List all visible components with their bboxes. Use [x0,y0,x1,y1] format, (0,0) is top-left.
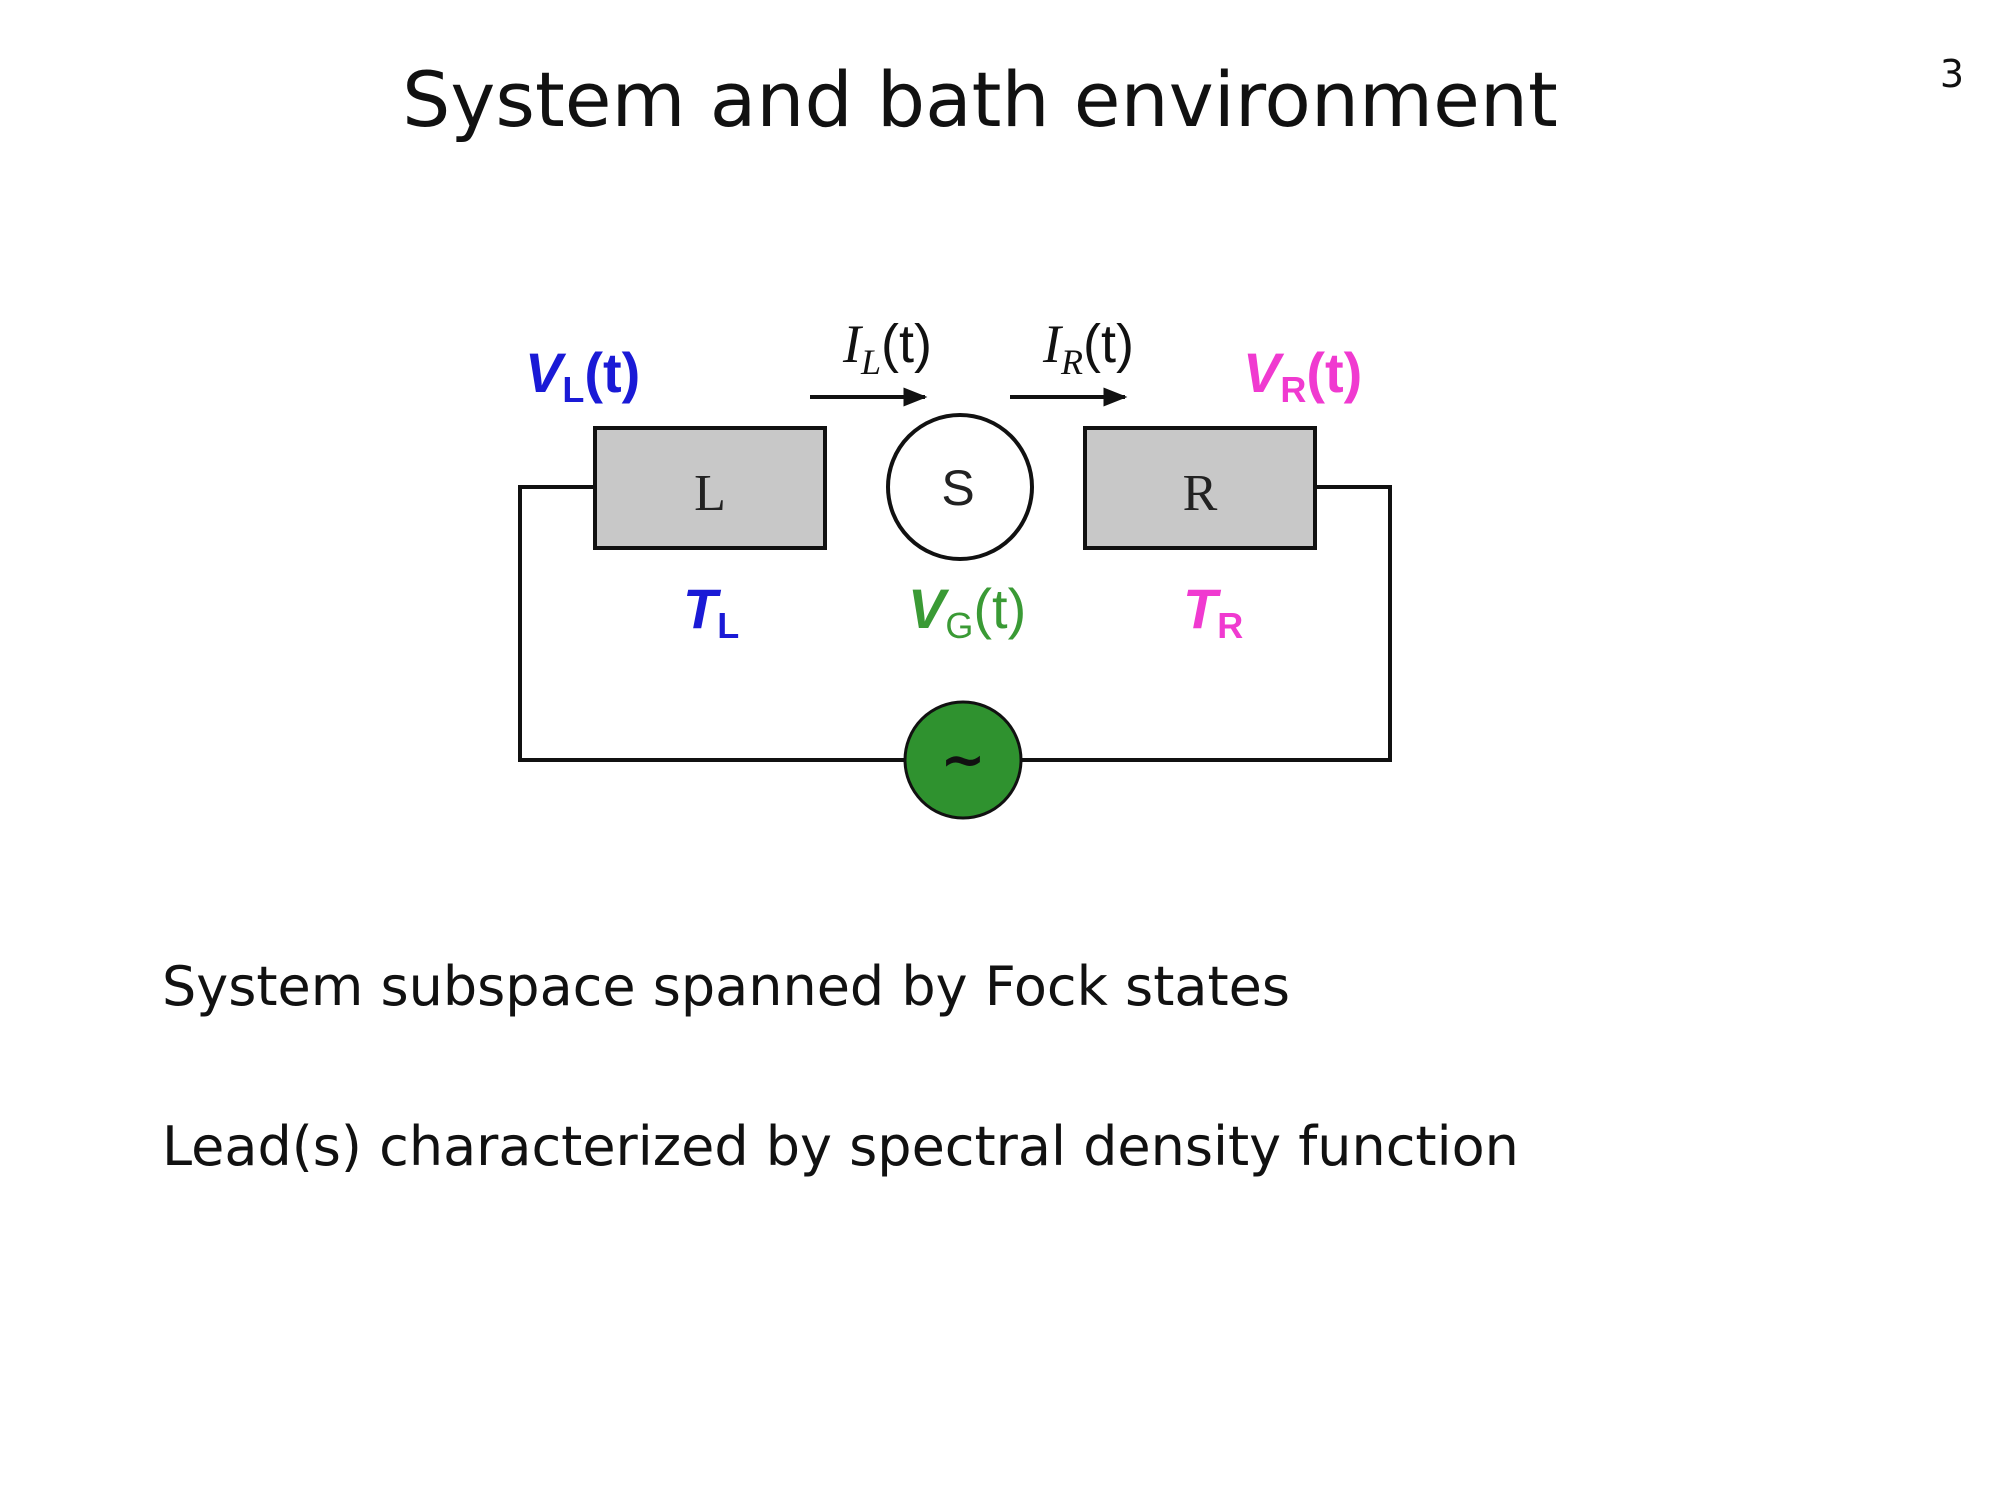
left-current-suffix: (t) [881,314,932,374]
right-voltage-symbol: V [1243,341,1285,404]
bullet-lead-spectral-density: Lead(s) characterized by spectral densit… [162,1115,1519,1178]
left-voltage-suffix: (t) [584,341,640,404]
ac-source-circle [903,700,1023,820]
right-temperature-symbol: T [1183,577,1222,640]
right-lead-box [1083,426,1317,550]
left-lead-label: L [694,465,726,522]
right-temperature-subscript: R [1217,605,1243,646]
slide-title: System and bath environment [402,55,1558,144]
system-label: S [941,460,974,516]
right-current-subscript: R [1060,342,1083,382]
left-voltage-subscript: L [562,369,584,410]
right-current-label: IR(t) [1042,314,1134,382]
left-current-label: IL(t) [842,314,932,382]
right-lead-label: R [1183,465,1218,522]
right-current-suffix: (t) [1083,314,1134,374]
gate-voltage-suffix: (t) [973,577,1026,640]
ac-source-icon: ~ [940,728,985,791]
left-temperature-symbol: T [683,577,722,640]
left-current-symbol: I [842,314,864,374]
right-temperature-label: TR [1183,577,1243,646]
right-current-symbol: I [1042,314,1064,374]
circuit-wire [518,485,1392,762]
left-current-subscript: L [860,342,881,382]
left-temperature-label: TL [683,577,739,646]
bullet-system-subspace: System subspace spanned by Fock states [162,955,1290,1018]
right-voltage-label: VR(t) [1243,341,1362,410]
page-number: 3 [1939,52,1964,96]
left-voltage-label: VL(t) [525,341,640,410]
gate-voltage-symbol: V [908,577,950,640]
left-temperature-subscript: L [717,605,739,646]
right-voltage-suffix: (t) [1306,341,1362,404]
gate-voltage-label: VG(t) [908,577,1026,646]
gate-voltage-subscript: G [945,605,973,646]
left-lead-box [593,426,827,550]
right-voltage-subscript: R [1280,369,1306,410]
system-circle [886,413,1034,561]
left-voltage-symbol: V [525,341,567,404]
